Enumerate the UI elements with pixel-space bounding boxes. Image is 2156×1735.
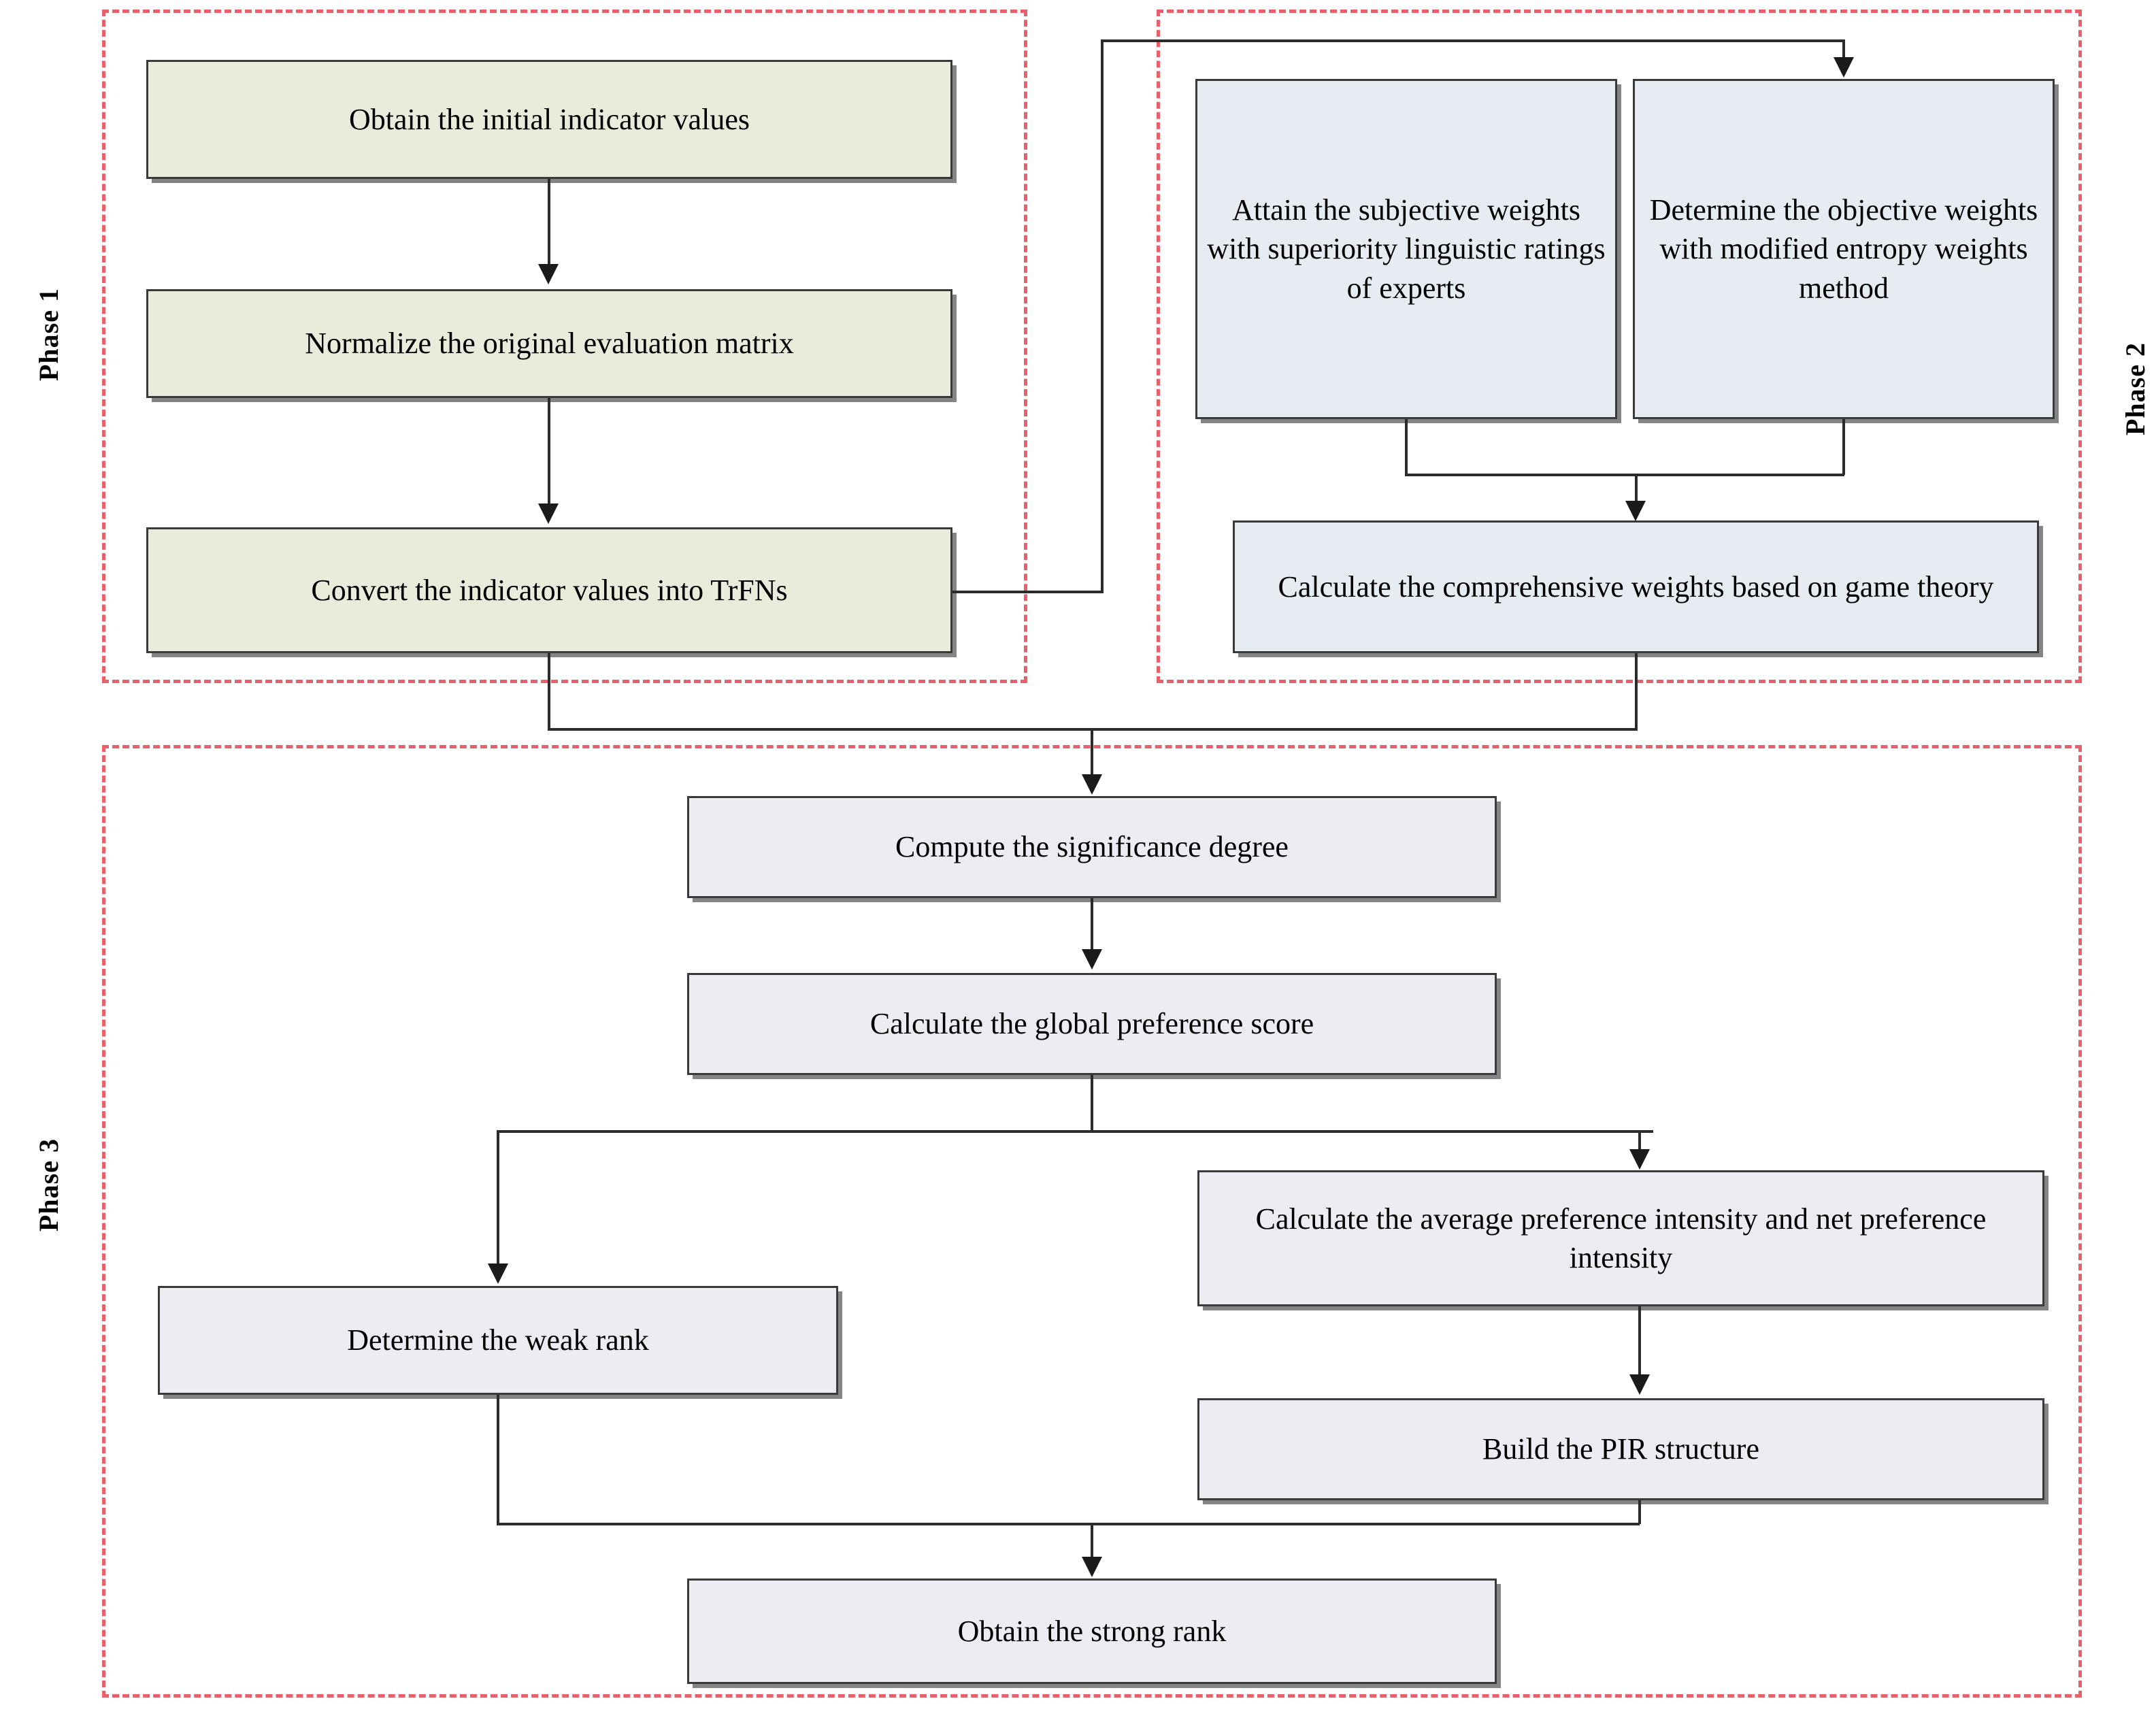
phase-3-label: Phase 3 — [33, 1138, 64, 1232]
edge-n4-n6-seg-down — [1405, 419, 1408, 475]
edge-n8-branch-bus — [497, 1130, 1653, 1133]
phase-1-container — [102, 10, 1027, 683]
edge-n3-bus — [548, 653, 550, 729]
edge-branch-n10 — [1638, 1130, 1641, 1149]
edge-n3-n5-seg-over — [1101, 39, 1845, 42]
node-obtain-strong-rank[interactable]: Obtain the strong rank — [687, 1579, 1497, 1684]
node-label: Convert the indicator values into TrFNs — [311, 573, 788, 607]
arrowhead-n1-n2 — [538, 264, 559, 284]
edge-branch-n9 — [497, 1130, 499, 1263]
edge-n7-n8 — [1091, 898, 1093, 949]
node-label: Determine the objective weights with mod… — [1649, 193, 2038, 305]
node-label: Calculate the global preference score — [869, 1007, 1314, 1041]
arrowhead-branch-n9 — [488, 1263, 508, 1284]
node-label: Calculate the average preference intensi… — [1255, 1202, 1987, 1274]
arrowhead-n2-n3 — [538, 503, 559, 524]
arrowhead-n7-n8 — [1082, 949, 1102, 970]
node-obtain-initial-indicator-values[interactable]: Obtain the initial indicator values — [146, 60, 952, 179]
node-label: Determine the weak rank — [347, 1323, 649, 1357]
node-calculate-comprehensive-weights[interactable]: Calculate the comprehensive weights base… — [1233, 520, 2039, 653]
arrowhead-merge-n6 — [1625, 501, 1646, 521]
edge-n6-bus — [1635, 653, 1638, 729]
edge-n3-n5-seg-right — [952, 591, 1104, 593]
edge-n3-n5-seg-up — [1101, 39, 1104, 592]
node-build-pir-structure[interactable]: Build the PIR structure — [1197, 1398, 2044, 1500]
edge-bus-n7 — [1091, 728, 1093, 774]
node-determine-objective-weights[interactable]: Determine the objective weights with mod… — [1633, 79, 2055, 419]
node-label: Normalize the original evaluation matrix — [305, 327, 794, 361]
edge-n4-n6-seg-merge — [1405, 474, 1844, 476]
node-calculate-global-preference-score[interactable]: Calculate the global preference score — [687, 973, 1497, 1075]
node-calculate-average-preference-intensity[interactable]: Calculate the average preference intensi… — [1197, 1170, 2044, 1306]
edge-n9-bottom — [497, 1395, 499, 1524]
node-convert-indicator-values-into-trfns[interactable]: Convert the indicator values into TrFNs — [146, 527, 952, 653]
phase-2-container — [1157, 10, 2082, 683]
node-label: Obtain the initial indicator values — [349, 102, 750, 136]
edge-merge-n6 — [1635, 474, 1638, 502]
edge-n5-n6-seg-down — [1842, 419, 1845, 475]
node-attain-subjective-weights[interactable]: Attain the subjective weights with super… — [1195, 79, 1617, 419]
edge-bus-n12 — [1091, 1523, 1093, 1557]
edge-n3-n5-seg-down — [1842, 39, 1845, 57]
node-compute-significance-degree[interactable]: Compute the significance degree — [687, 796, 1497, 898]
edge-n11-bottom — [1638, 1500, 1641, 1524]
phase-2-label: Phase 2 — [2120, 342, 2151, 435]
node-label: Build the PIR structure — [1482, 1432, 1759, 1466]
node-label: Obtain the strong rank — [957, 1614, 1227, 1648]
node-determine-weak-rank[interactable]: Determine the weak rank — [158, 1286, 838, 1395]
edge-n2-n3 — [548, 398, 550, 503]
edge-n10-n11 — [1638, 1306, 1641, 1374]
arrowhead-bus-n12 — [1082, 1557, 1102, 1577]
node-label: Attain the subjective weights with super… — [1207, 193, 1606, 305]
node-normalize-original-evaluation-matrix[interactable]: Normalize the original evaluation matrix — [146, 289, 952, 398]
arrowhead-n3-n5 — [1834, 57, 1854, 78]
edge-n1-n2 — [548, 179, 550, 264]
phase-1-label: Phase 1 — [33, 288, 64, 381]
node-label: Compute the significance degree — [895, 830, 1289, 864]
node-label: Calculate the comprehensive weights base… — [1278, 569, 1994, 604]
edge-n8-branch-stem — [1091, 1075, 1093, 1131]
edge-bottom-merge-bus — [497, 1523, 1640, 1525]
arrowhead-n10-n11 — [1629, 1374, 1650, 1395]
arrowhead-bus-n7 — [1082, 774, 1102, 795]
arrowhead-branch-n10 — [1629, 1149, 1650, 1170]
